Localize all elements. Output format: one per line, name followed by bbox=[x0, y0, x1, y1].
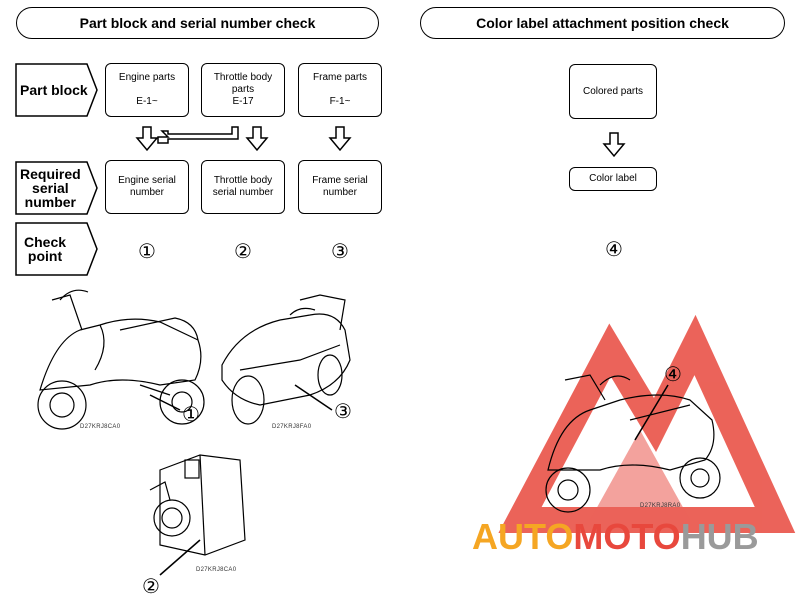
watermark-auto: AUTO bbox=[472, 516, 574, 557]
part-block-label-text: Part block bbox=[20, 82, 88, 98]
watermark-logo bbox=[498, 314, 796, 533]
check-point-3: ③ bbox=[331, 241, 349, 263]
part-block-engine: Engine parts E-1~ bbox=[105, 63, 189, 117]
required-serial-label-text: Required serial number bbox=[20, 166, 81, 210]
serial-engine: Engine serial number bbox=[105, 160, 189, 214]
scooter-illustration-1 bbox=[37, 289, 205, 430]
down-arrow-3 bbox=[328, 126, 352, 152]
arrows bbox=[135, 126, 626, 158]
down-arrow-2 bbox=[245, 126, 269, 152]
check-point-1: ① bbox=[138, 241, 156, 263]
figure-code-1: D27KRJ8CA0 bbox=[80, 424, 121, 430]
colored-parts-box: Colored parts bbox=[569, 64, 657, 119]
down-arrow-4 bbox=[602, 132, 626, 158]
figure-code-4: D27KRJ8RA0 bbox=[640, 503, 681, 509]
required-serial-label-shape bbox=[15, 161, 98, 215]
figure-callout-1: ① bbox=[182, 404, 200, 426]
required-serial-label: Required serial number bbox=[20, 162, 86, 214]
watermark-moto: MOTO bbox=[573, 516, 681, 557]
check-point-label-text: Check point bbox=[24, 234, 67, 264]
figure-callout-4: ④ bbox=[664, 364, 682, 386]
figure-callout-2: ② bbox=[142, 576, 160, 598]
check-point-4: ④ bbox=[605, 239, 623, 261]
left-section-title-text: Part block and serial number check bbox=[79, 15, 316, 31]
part-block-throttle: Throttle body parts E-17 bbox=[201, 63, 285, 117]
throttle-body-illustration bbox=[149, 454, 246, 576]
serial-frame: Frame serial number bbox=[298, 160, 382, 214]
watermark-text: AUTOMOTOHUB bbox=[472, 516, 759, 558]
watermark-hub: HUB bbox=[680, 516, 759, 557]
part-block-label-shape bbox=[15, 63, 98, 117]
figure-code-2: D27KRJ8CA0 bbox=[196, 567, 237, 573]
check-point-2: ② bbox=[234, 241, 252, 263]
figure-callout-3: ③ bbox=[334, 401, 352, 423]
down-arrow-1 bbox=[135, 126, 159, 152]
check-point-label-shape bbox=[15, 222, 98, 276]
part-block-label: Part block bbox=[20, 64, 90, 116]
left-section-title: Part block and serial number check bbox=[16, 7, 379, 39]
scooter-illustration-4 bbox=[545, 374, 721, 513]
right-section-title: Color label attachment position check bbox=[420, 7, 785, 39]
serial-throttle: Throttle body serial number bbox=[201, 160, 285, 214]
part-block-frame: Frame parts F-1~ bbox=[298, 63, 382, 117]
figure-code-3: D27KRJ8FA0 bbox=[272, 424, 312, 430]
check-point-label: Check point bbox=[24, 223, 80, 275]
bent-arrow bbox=[157, 126, 239, 144]
scooter-illustration-3 bbox=[221, 294, 351, 425]
color-label-box: Color label bbox=[569, 167, 657, 191]
right-section-title-text: Color label attachment position check bbox=[476, 15, 729, 31]
